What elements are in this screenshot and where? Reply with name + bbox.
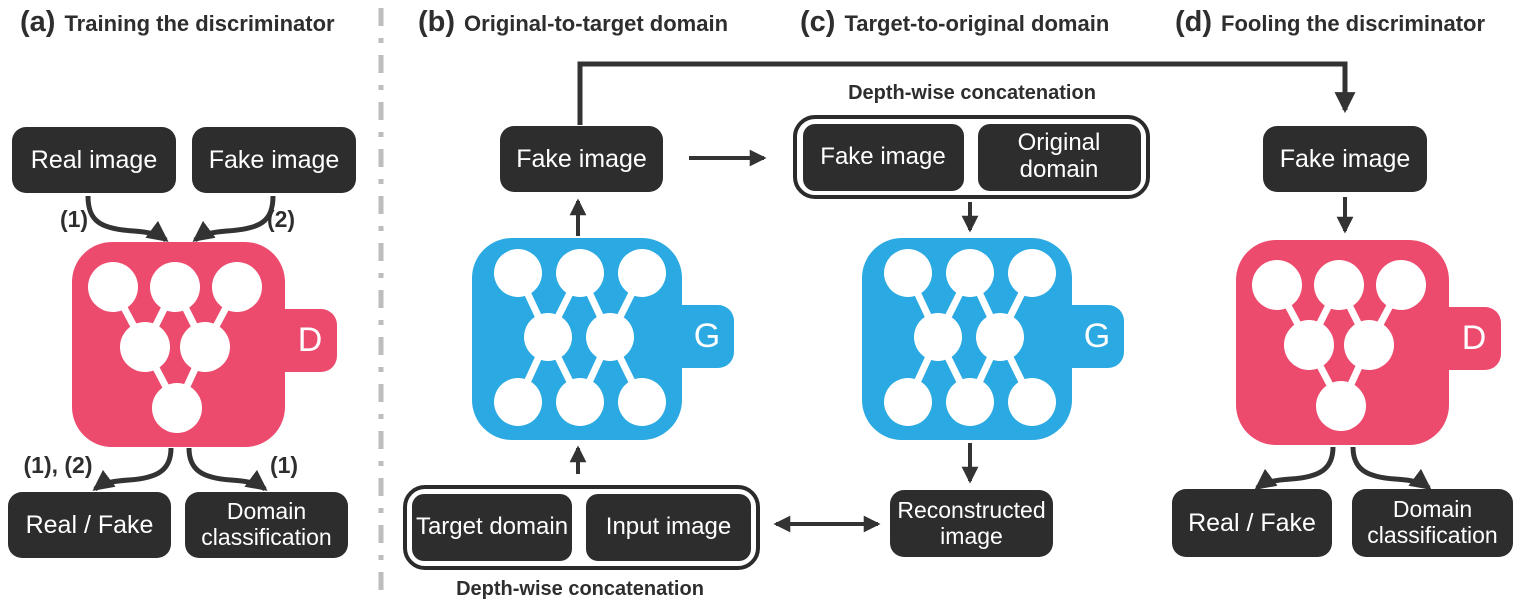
domain-classification-box-d: Domain classification bbox=[1352, 489, 1513, 557]
arrow-d-to-realfake-d bbox=[1254, 446, 1336, 491]
arrow-d-to-domaincls bbox=[186, 447, 268, 492]
panel-c-title-text: Target-to-original domain bbox=[844, 11, 1110, 36]
fake-image-box-c: Fake image bbox=[802, 123, 964, 191]
arrow-label-1-2-out: (1), (2) bbox=[23, 452, 93, 478]
generator-module-b: G bbox=[472, 238, 734, 440]
panel-b-title: (b) Original-to-target domain bbox=[418, 6, 728, 39]
discriminator-network-icon bbox=[88, 262, 262, 433]
discriminator-tab-d: D bbox=[1447, 307, 1501, 370]
concat-container-c: Fake image Original domain bbox=[793, 115, 1150, 199]
discriminator-letter-a: D bbox=[297, 321, 323, 359]
fake-image-box-b: Fake image bbox=[500, 126, 663, 192]
domain-classification-box-a: Domain classification bbox=[185, 492, 348, 558]
discriminator-tab-a: D bbox=[283, 309, 337, 372]
generator-tab-b: G bbox=[680, 305, 734, 368]
arrow-label-1-out: (1) bbox=[269, 452, 299, 478]
arrow-d-to-realfake bbox=[92, 447, 174, 492]
discriminator-letter-d: D bbox=[1461, 319, 1487, 357]
concat-caption-c: Depth-wise concatenation bbox=[848, 82, 1096, 104]
arrow-label-2: (2) bbox=[266, 206, 296, 232]
real-image-box-a: Real image bbox=[12, 127, 176, 193]
generator-tab-c: G bbox=[1070, 305, 1124, 368]
generator-letter-c: G bbox=[1083, 317, 1111, 355]
arrow-label-1: (1) bbox=[59, 206, 89, 232]
panel-c-tag: (c) bbox=[800, 6, 836, 38]
concat-container-b: Target domain Input image bbox=[403, 485, 760, 570]
original-domain-box: Original domain bbox=[977, 123, 1141, 191]
target-domain-box: Target domain bbox=[412, 494, 572, 561]
generator-module-c: G bbox=[862, 238, 1124, 440]
panel-b-title-text: Original-to-target domain bbox=[464, 11, 729, 36]
discriminator-module-a: D bbox=[72, 242, 337, 447]
panel-c-title: (c) Target-to-original domain bbox=[800, 6, 1109, 39]
panel-b-tag: (b) bbox=[418, 6, 456, 38]
generator-network-icon bbox=[494, 249, 666, 426]
fake-image-box-d: Fake image bbox=[1263, 126, 1427, 192]
arrow-real-to-d bbox=[85, 195, 169, 243]
reconstructed-image-box: Reconstructed image bbox=[890, 490, 1053, 557]
concat-caption-b: Depth-wise concatenation bbox=[456, 578, 704, 600]
panel-a-title: (a) Training the discriminator bbox=[20, 6, 335, 39]
real-fake-box-a: Real / Fake bbox=[8, 492, 171, 558]
panel-d-title: (d) Fooling the discriminator bbox=[1175, 6, 1485, 39]
discriminator-network-icon bbox=[1252, 260, 1426, 431]
generator-network-icon bbox=[884, 249, 1056, 426]
real-fake-box-d: Real / Fake bbox=[1172, 489, 1332, 557]
panel-d-tag: (d) bbox=[1175, 6, 1213, 38]
discriminator-module-d: D bbox=[1236, 240, 1501, 445]
generator-letter-b: G bbox=[693, 317, 721, 355]
panel-a-title-text: Training the discriminator bbox=[64, 11, 335, 36]
fake-image-box-a: Fake image bbox=[192, 127, 356, 193]
input-image-box: Input image bbox=[586, 494, 751, 561]
panel-a-tag: (a) bbox=[20, 6, 56, 38]
panel-d-title-text: Fooling the discriminator bbox=[1221, 11, 1486, 36]
arrow-d-to-domaincls-d bbox=[1350, 446, 1432, 491]
